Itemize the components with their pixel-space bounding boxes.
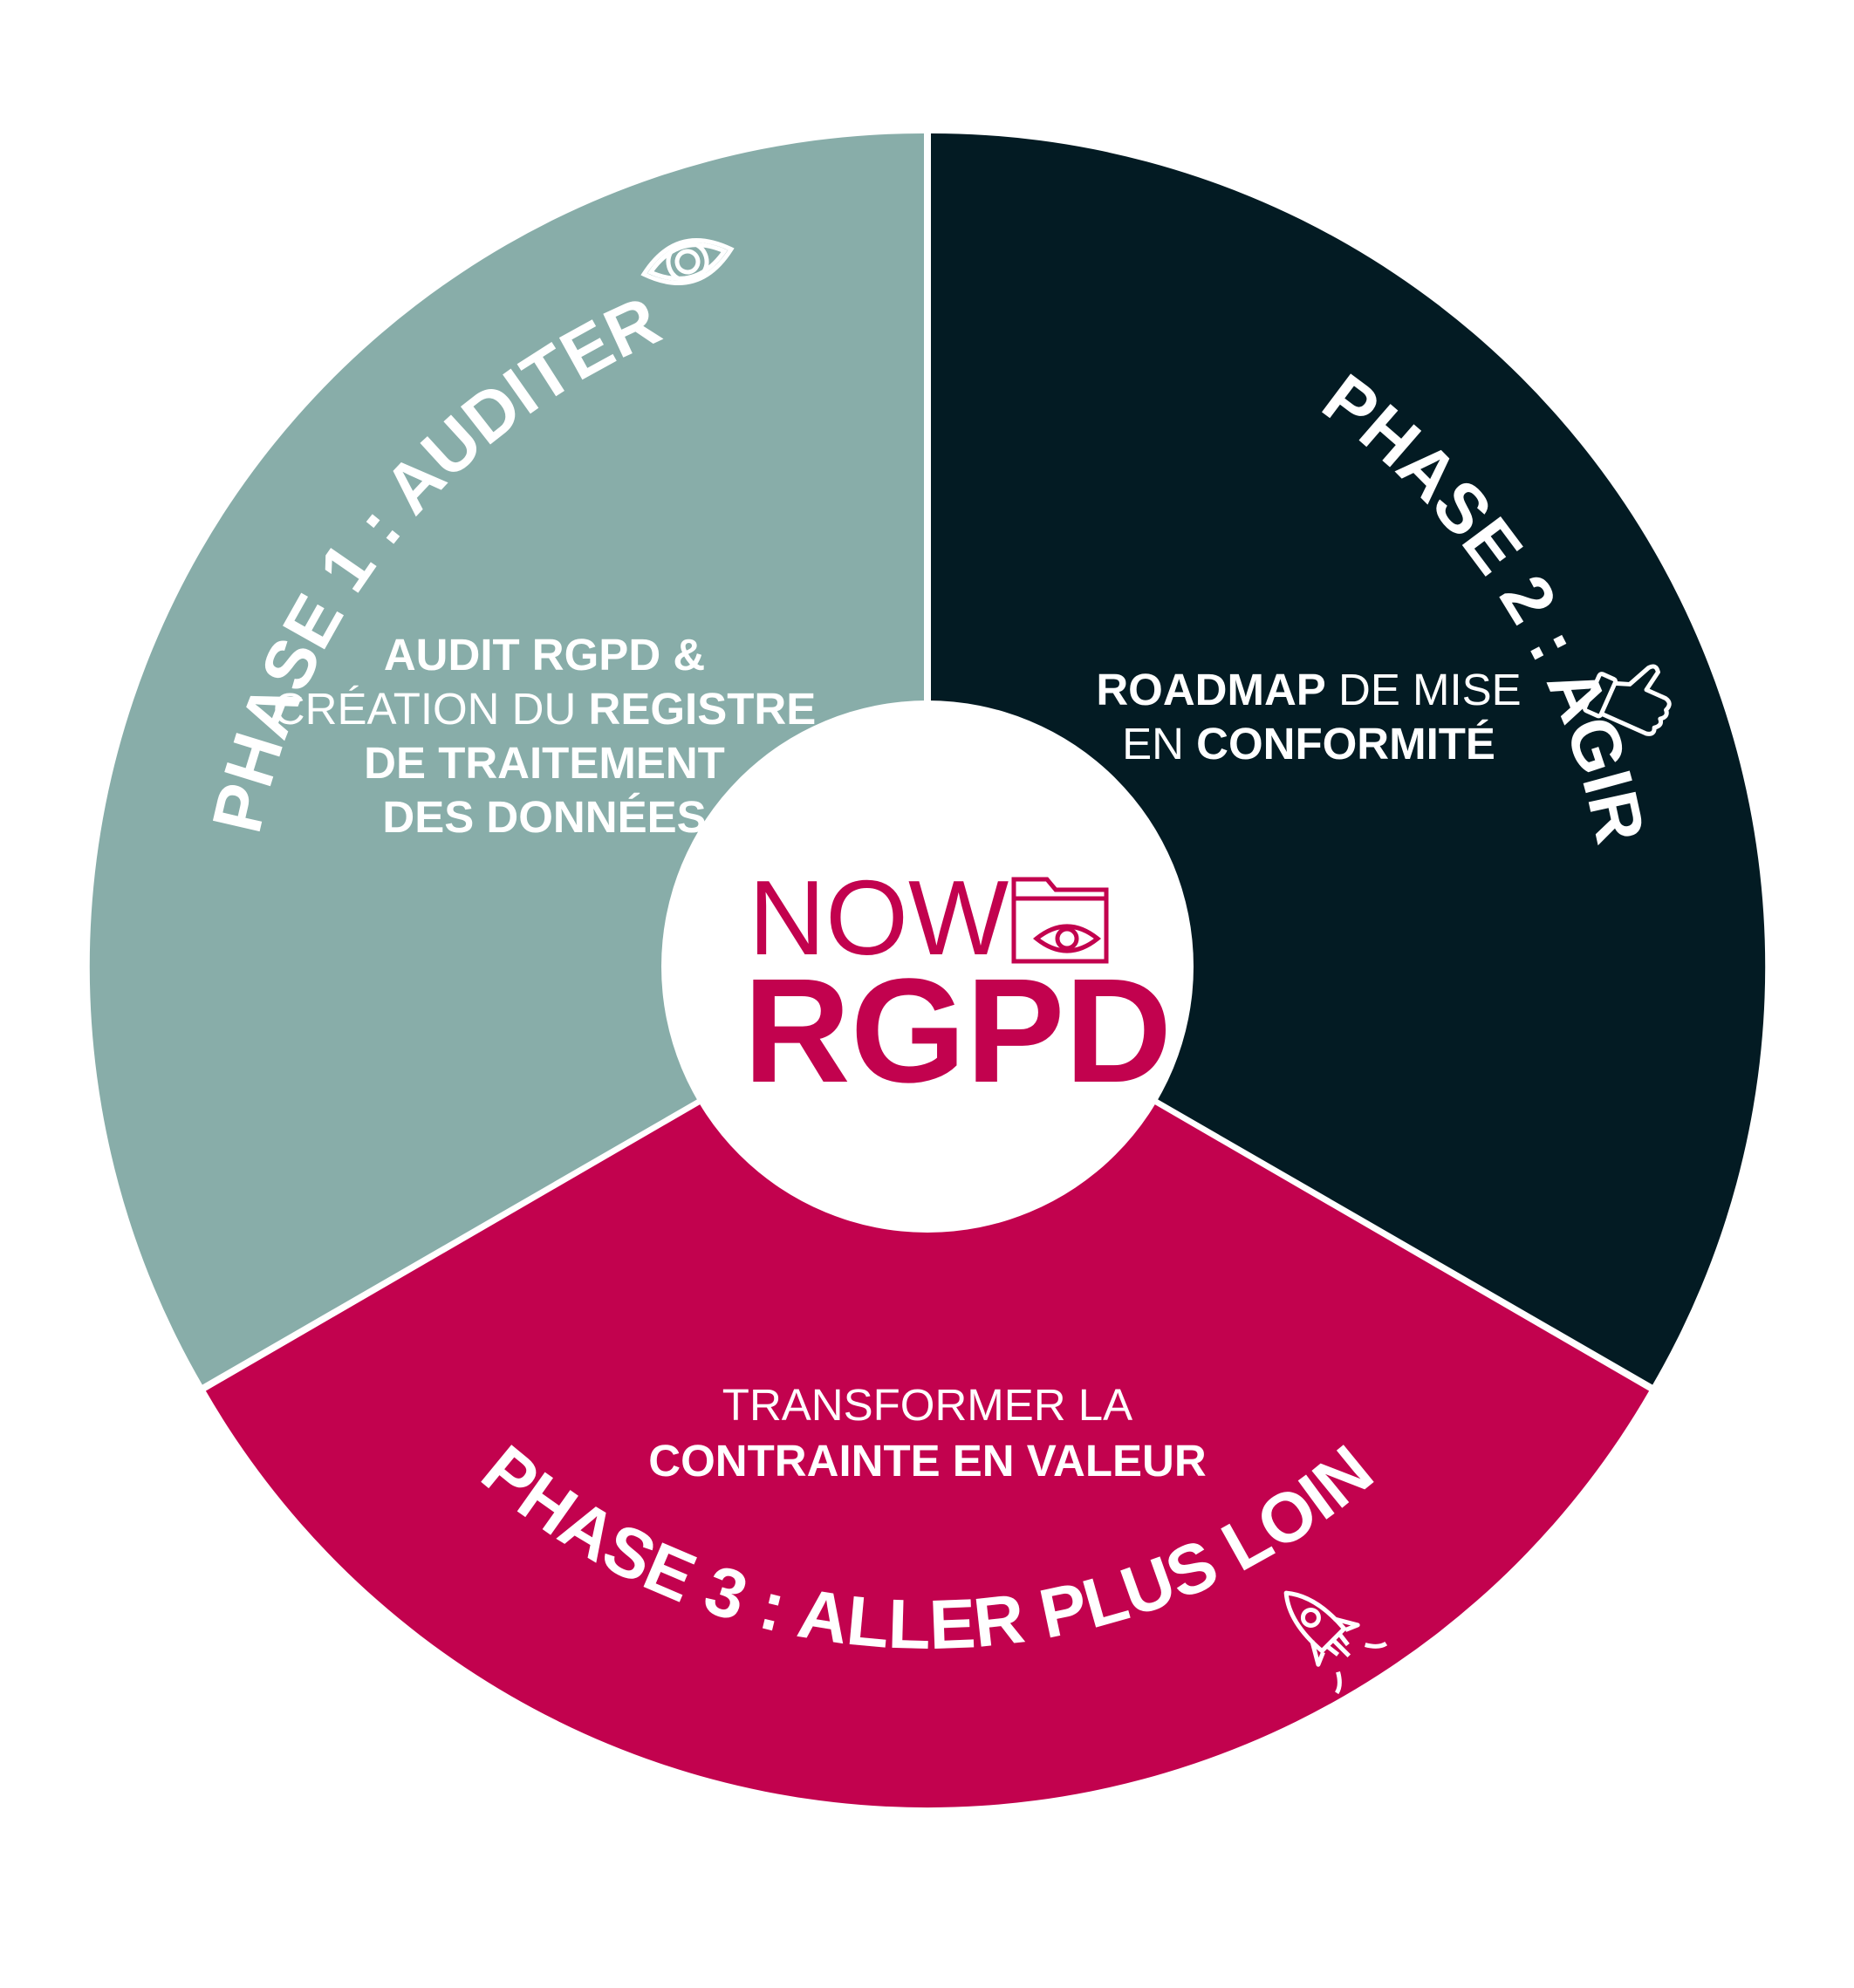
phase-3-body: TRANSFORMER LA CONTRAINTE EN VALEUR	[648, 1380, 1206, 1486]
phase-2-body-line-1-light: DE MISE	[1326, 665, 1522, 714]
folder-eye-icon	[1011, 877, 1109, 964]
rocket-icon	[1283, 1590, 1388, 1695]
phase-2-body-line-1-bold: ROADMAP	[1096, 665, 1326, 714]
logo-rgpd-text: RGPD	[743, 948, 1172, 1114]
phase-1-body-line-2: CRÉATION DU REGISTRE	[273, 684, 816, 734]
phase-1-body: AUDIT RGPD & CRÉATION DU REGISTRE DE TRA…	[273, 630, 816, 842]
phase-3-body-line-1: TRANSFORMER LA	[722, 1380, 1132, 1430]
phase-2-body: ROADMAP DE MISE EN CONFORMITÉ	[1096, 665, 1521, 769]
thumbs-up-icon	[1582, 664, 1672, 736]
phase-1-body-line-2-bold: REGISTRE	[589, 684, 817, 734]
phase-2-body-line-1: ROADMAP DE MISE	[1096, 665, 1521, 714]
eye-icon	[640, 238, 735, 285]
phase-1-body-line-4: DES DONNÉES	[382, 792, 706, 842]
phase-2-body-line-2-bold: CONFORMITÉ	[1196, 719, 1495, 769]
center-logo: NOW RGPD	[743, 858, 1172, 1114]
center-circle	[661, 700, 1194, 1233]
logo-now-text: NOW	[749, 858, 1009, 977]
phase-1-body-line-1: AUDIT RGPD &	[384, 630, 705, 680]
phase-3-body-line-2: CONTRAINTE EN VALEUR	[648, 1436, 1206, 1486]
phase-2-body-line-2-light: EN	[1122, 719, 1196, 769]
phase-1-body-line-3: DE TRAITEMENT	[364, 738, 725, 788]
phase-1-body-line-2-light: CRÉATION DU	[273, 684, 589, 734]
phase-2-body-line-2: EN CONFORMITÉ	[1122, 719, 1495, 769]
